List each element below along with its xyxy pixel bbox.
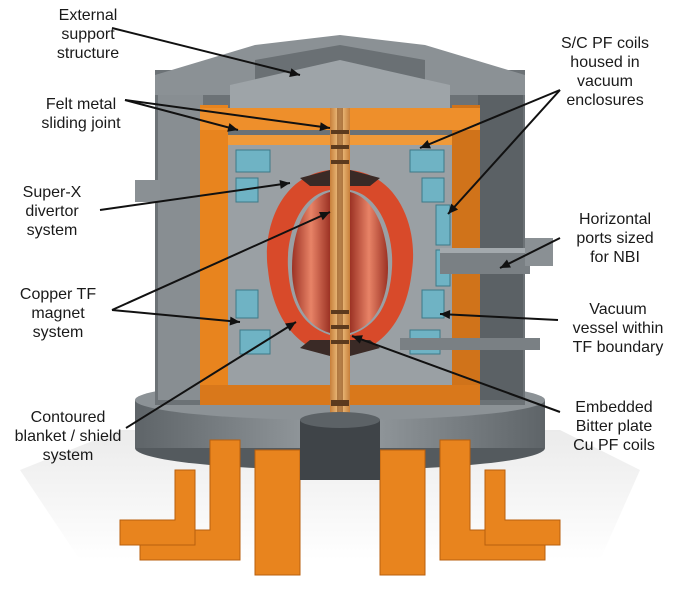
leader-super-x (99, 182, 291, 211)
label-contoured-blanket-shield-system: Contoured blanket / shield system (0, 408, 136, 465)
label-line: vacuum (576, 73, 634, 90)
label-line: S/C PF coils (560, 35, 649, 52)
label-line: Cu PF coils (573, 437, 655, 454)
label-embedded-bitter-plate-coils: Embedded Bitter plate Cu PF coils (558, 398, 670, 455)
leader-sc-pf-b-arrowhead (448, 203, 459, 214)
label-line: housed in (570, 54, 640, 71)
leader-horizontal (499, 237, 561, 269)
plasma-right (350, 170, 414, 355)
leader-copper-tf-a-arrowhead (229, 316, 240, 326)
leader-embedded (351, 335, 561, 413)
label-super-x-divertor-system: Super-X divertor system (2, 183, 102, 240)
leader-vacuum-vessel-arrowhead (440, 310, 451, 320)
label-line: Embedded (575, 399, 653, 416)
label-line: for NBI (590, 249, 640, 266)
bottom-pedestal-top (300, 412, 380, 428)
leader-felt-metal-b-arrowhead (319, 122, 330, 132)
leader-felt-metal-a (124, 99, 239, 131)
label-line: structure (56, 45, 120, 62)
label-line: system (26, 222, 78, 239)
label-horizontal-ports-nbi: Horizontal ports sized for NBI (560, 210, 670, 267)
bottom-pedestal (300, 420, 380, 480)
leader-copper-tf-b-arrowhead (319, 211, 330, 221)
right-port-stub (525, 238, 553, 266)
central-column-coils (331, 130, 349, 406)
label-line: magnet (31, 305, 85, 322)
leader-contoured-arrowhead (285, 322, 296, 332)
plasma-left (266, 170, 330, 355)
label-line: External (58, 7, 118, 24)
label-line: system (32, 324, 84, 341)
label-line: enclosures (566, 92, 644, 109)
label-copper-tf-magnet-system: Copper TF magnet system (2, 285, 114, 342)
label-line: sliding joint (41, 115, 121, 132)
label-line: system (42, 447, 94, 464)
lower-port (400, 338, 540, 350)
top-cap-wedge (230, 60, 450, 108)
leader-external-support-arrowhead (289, 68, 300, 77)
leader-horizontal-arrowhead (500, 259, 511, 268)
leader-embedded-arrowhead (352, 335, 363, 344)
label-external-support-structure: External support structure (28, 6, 148, 63)
label-line: Contoured (30, 409, 106, 426)
label-line: support (61, 26, 115, 43)
leader-copper-tf-a (111, 309, 241, 323)
leader-felt-metal-b (124, 99, 331, 129)
label-line: Copper TF (19, 286, 97, 303)
leader-contoured (125, 321, 297, 429)
leader-external-support (111, 27, 301, 76)
central-column-core (337, 95, 343, 430)
label-line: ports sized (576, 230, 654, 247)
leader-sc-pf-a-arrowhead (420, 140, 431, 149)
label-line: vessel within (572, 320, 664, 337)
leader-copper-tf-b (111, 211, 331, 311)
label-line: Horizontal (578, 211, 652, 228)
label-line: Vacuum (589, 301, 647, 318)
label-line: Super-X (22, 184, 82, 201)
leader-lines (99, 27, 561, 429)
plasma-core-left (292, 192, 330, 333)
tf-return-legs (119, 439, 561, 576)
label-line: TF boundary (572, 339, 664, 356)
label-line: Bitter plate (575, 418, 653, 435)
left-outer-panel (158, 90, 203, 400)
tf-frame-left (200, 105, 228, 405)
label-line: blanket / shield (14, 428, 122, 445)
label-sc-pf-coils-vacuum-enclosures: S/C PF coils housed in vacuum enclosures (544, 34, 666, 110)
horizontal-port-edge (440, 248, 530, 253)
leader-super-x-arrowhead (279, 179, 290, 189)
label-line: divertor (25, 203, 79, 220)
right-outer-panel (478, 90, 523, 400)
leader-sc-pf-a (419, 89, 561, 149)
label-vacuum-vessel-tf-boundary: Vacuum vessel within TF boundary (562, 300, 674, 357)
plasma-core-right (350, 192, 388, 333)
leader-sc-pf-b (447, 89, 561, 215)
label-line: Felt metal (45, 96, 117, 113)
label-felt-metal-sliding-joint: Felt metal sliding joint (22, 95, 140, 133)
leader-vacuum-vessel (439, 313, 559, 321)
left-port-stub (135, 180, 160, 202)
leader-felt-metal-a-arrowhead (227, 123, 238, 132)
